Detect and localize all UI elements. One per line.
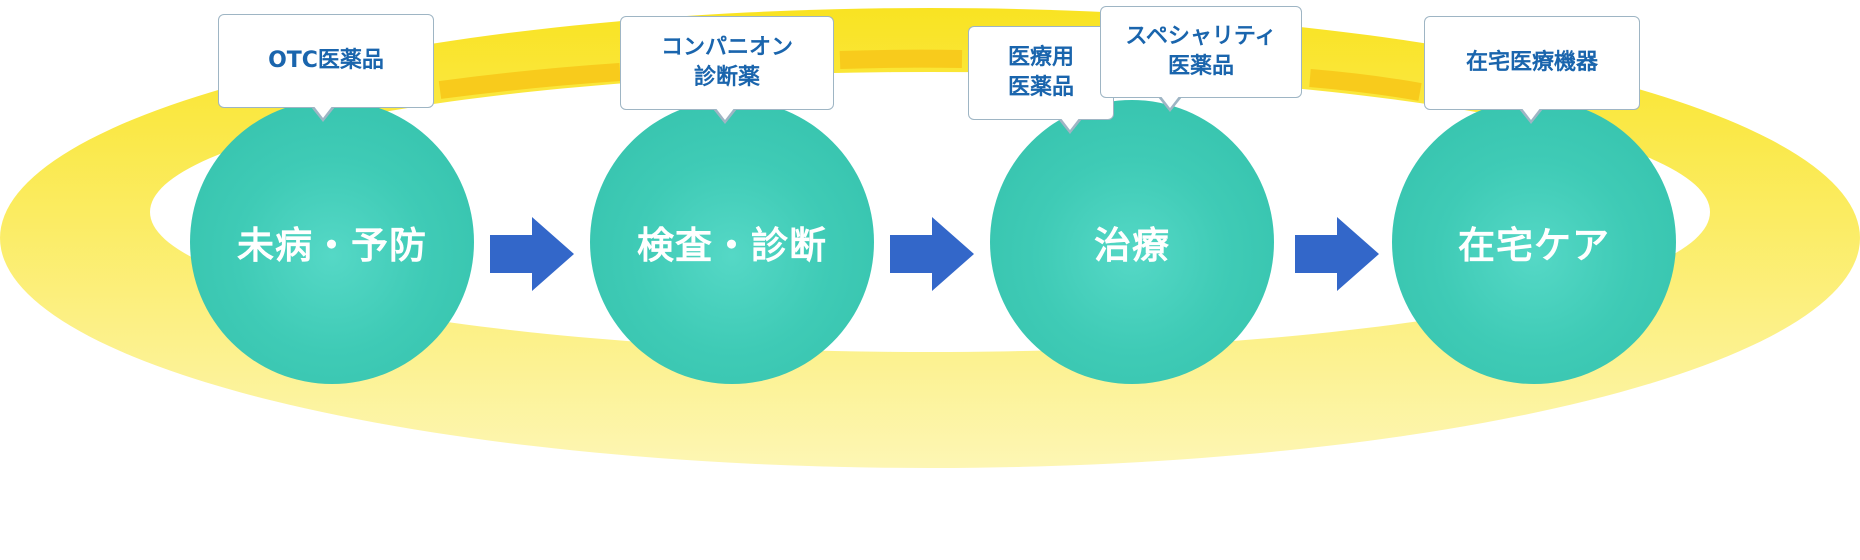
- stage-circle-diagnosis: 検査・診断: [590, 100, 874, 384]
- stage-circle-home-care: 在宅ケア: [1392, 100, 1676, 384]
- callout-specialty-drugs: スペシャリティ 医薬品: [1100, 6, 1302, 98]
- callout-prescription-drugs-text: 医療用 医薬品: [1007, 44, 1074, 100]
- right-arrow-icon: [490, 217, 574, 291]
- ring-top-connectors: [438, 49, 1422, 101]
- callout-pointer: [715, 107, 735, 120]
- callout-prescription-drugs: 医療用 医薬品: [968, 26, 1114, 120]
- right-arrow-icon: [1295, 217, 1379, 291]
- callout-home-medical-devices: 在宅医療機器: [1424, 16, 1640, 110]
- callout-specialty-drugs-text: スペシャリティ 医薬品: [1125, 23, 1277, 79]
- stage-label-diagnosis: 検査・診断: [637, 224, 827, 267]
- right-arrow-icon: [890, 217, 974, 291]
- callout-pointer: [1160, 95, 1180, 108]
- callout-home-medical-devices-text: 在宅医療機器: [1465, 49, 1598, 75]
- stage-circle-treatment: 治療: [990, 100, 1274, 384]
- stage-label-home-care: 在宅ケア: [1458, 224, 1610, 267]
- stage-label-treatment: 治療: [1094, 224, 1170, 267]
- callout-otc-drugs-text: OTC医薬品: [268, 47, 384, 73]
- callout-companion-diagnostics-text: コンパニオン 診断薬: [660, 34, 793, 90]
- callout-otc-drugs: OTC医薬品: [218, 14, 434, 108]
- stage-label-prevention: 未病・予防: [237, 224, 427, 267]
- callout-pointer: [1521, 107, 1541, 120]
- callout-pointer: [1060, 117, 1080, 130]
- callout-pointer: [313, 105, 333, 118]
- callout-companion-diagnostics: コンパニオン 診断薬: [620, 16, 834, 110]
- stage-circle-prevention: 未病・予防: [190, 100, 474, 384]
